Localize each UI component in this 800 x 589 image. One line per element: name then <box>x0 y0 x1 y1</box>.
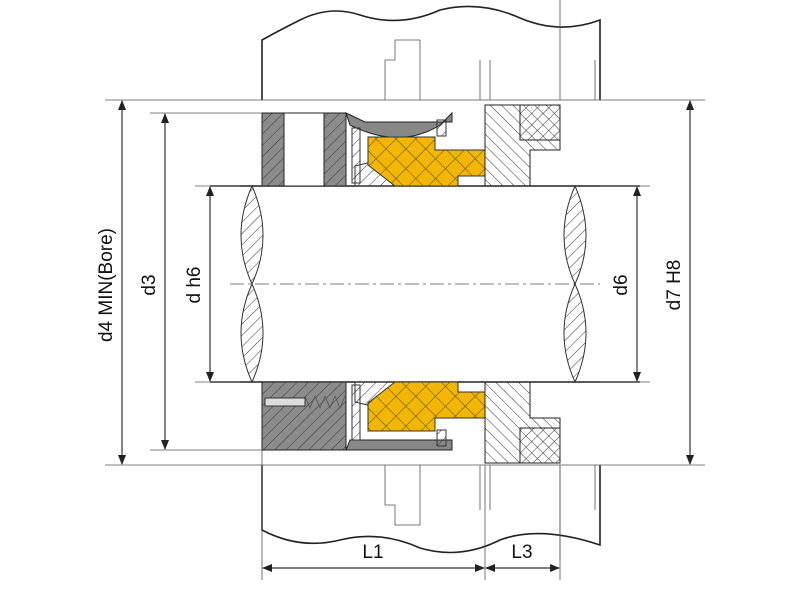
label-d6: d6 <box>611 274 632 295</box>
seal-bottom <box>261 381 561 464</box>
label-L1: L1 <box>362 542 383 563</box>
label-d7: d7 H8 <box>664 260 685 311</box>
housing <box>240 0 601 560</box>
extension-lines <box>105 99 705 580</box>
label-d4: d4 MIN(Bore) <box>96 228 117 342</box>
dimension-lines <box>118 100 694 572</box>
seal-top <box>261 104 561 187</box>
label-dh6: d h6 <box>184 267 205 304</box>
shaft <box>210 184 640 384</box>
label-d3: d3 <box>139 274 160 295</box>
label-L3: L3 <box>511 542 532 563</box>
